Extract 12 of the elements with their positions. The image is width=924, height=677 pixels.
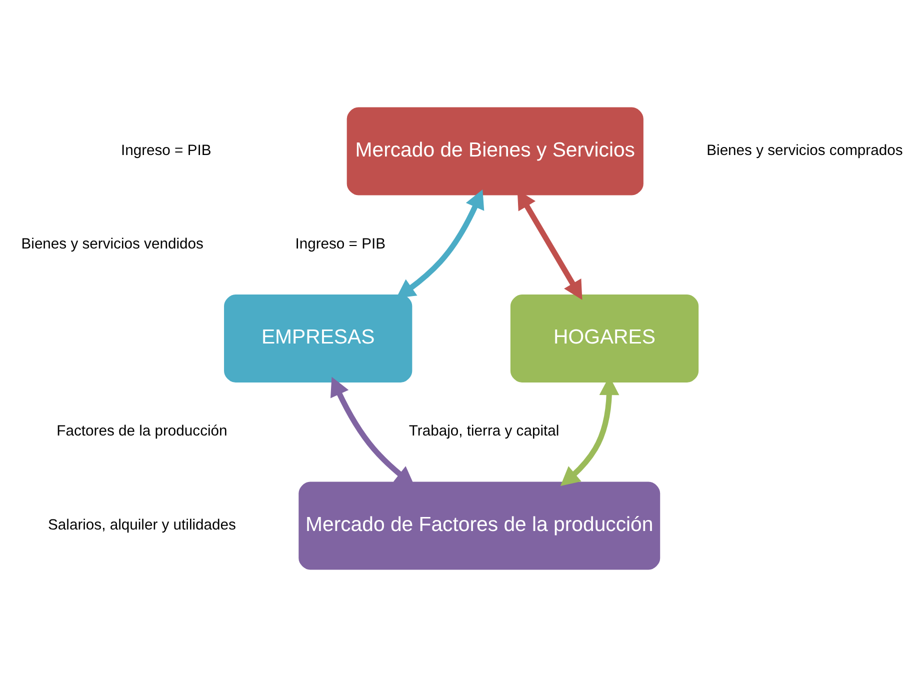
label: Bienes y servicios comprados <box>706 142 903 159</box>
node-box: HOGARES <box>510 294 699 383</box>
node-box: EMPRESAS <box>224 294 412 383</box>
label: Salarios, alquiler y utilidades <box>48 517 236 534</box>
label: Ingreso = PIB <box>295 236 386 252</box>
label: Ingreso = PIB <box>120 142 212 159</box>
node-box: Mercado de Bienes y Servicios <box>346 107 644 196</box>
label: Bienes y servicios vendidos <box>21 236 204 252</box>
label: Trabajo, tierra y capital <box>408 424 560 440</box>
label: Factores de la producción <box>56 424 228 440</box>
arrow <box>396 190 484 298</box>
node-box: Mercado de Factores de la producción <box>298 482 660 570</box>
